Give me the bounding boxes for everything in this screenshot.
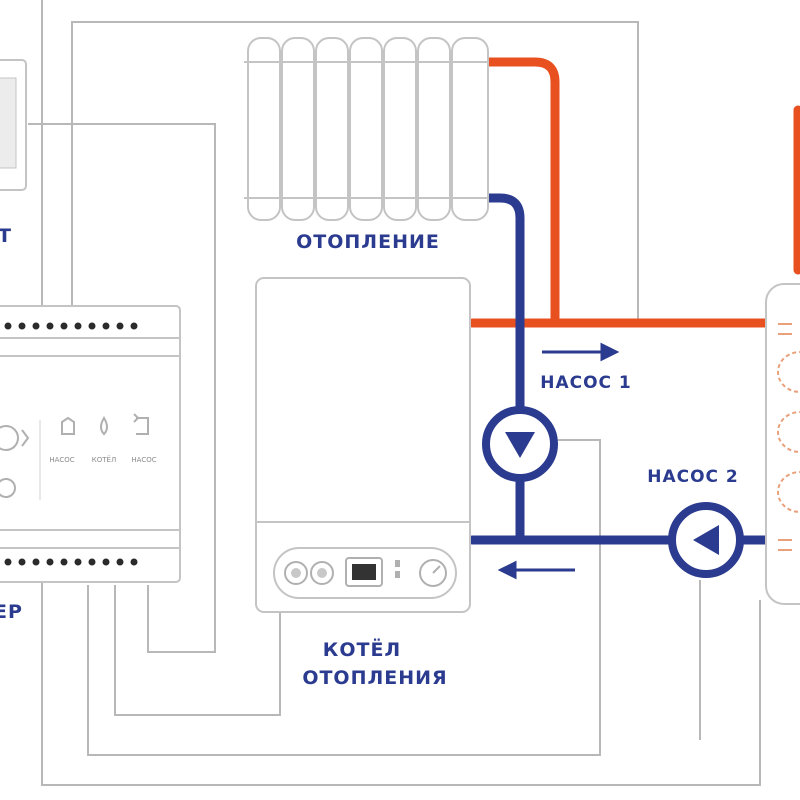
hot-pipe-radiator-supply bbox=[483, 57, 560, 328]
boiler-label-line2: ОТОПЛЕНИЯ bbox=[302, 667, 447, 689]
controller-button-boiler-label: КОТЁЛ bbox=[92, 455, 116, 464]
wire-pump1 bbox=[87, 439, 601, 756]
flow-arrow-left-icon bbox=[497, 560, 575, 580]
controller-pump-alt-icon bbox=[133, 413, 149, 435]
tank-coil-3 bbox=[777, 471, 800, 513]
pump-1 bbox=[482, 406, 558, 482]
cold-pipes bbox=[467, 193, 783, 545]
controller-flame-icon bbox=[100, 416, 108, 436]
pump-1-down-arrow-icon bbox=[505, 432, 535, 458]
thermostat-label-partial: Т bbox=[0, 225, 12, 247]
controller-pump-icon bbox=[61, 416, 75, 435]
control-wires bbox=[28, 0, 761, 786]
cold-pipe-radiator-return bbox=[483, 193, 525, 415]
radiator bbox=[244, 37, 489, 221]
controller: НАСОС КОТЁЛ НАСОС bbox=[0, 305, 181, 583]
controller-terminals-top bbox=[4, 322, 138, 330]
controller-button-pump-label: НАСОС bbox=[49, 456, 74, 464]
tank-coil-2 bbox=[777, 411, 800, 453]
thermostat bbox=[0, 59, 27, 191]
tank-coil-1 bbox=[777, 351, 800, 393]
flow-arrow-right-icon bbox=[542, 342, 620, 362]
storage-tank bbox=[765, 283, 800, 605]
wire-top-loop bbox=[71, 21, 639, 322]
radiator-label: ОТОПЛЕНИЕ bbox=[296, 231, 440, 253]
controller-label-partial: ЕР bbox=[0, 601, 23, 623]
boiler-label-line1: КОТЁЛ bbox=[323, 637, 401, 661]
pump-2-label: НАСОС 2 bbox=[647, 467, 739, 487]
pump-1-label: НАСОС 1 bbox=[540, 373, 632, 393]
wire-boiler bbox=[114, 585, 281, 716]
pump-2-left-arrow-icon bbox=[693, 525, 719, 555]
controller-dial-icon bbox=[0, 425, 30, 498]
thermostat-screen bbox=[0, 77, 17, 169]
boiler bbox=[255, 277, 471, 613]
controller-terminals-bottom bbox=[4, 558, 138, 566]
pump-2 bbox=[668, 502, 744, 578]
wire-thermostat bbox=[28, 123, 216, 653]
controller-button-pump-alt-label: НАСОС bbox=[131, 456, 156, 464]
